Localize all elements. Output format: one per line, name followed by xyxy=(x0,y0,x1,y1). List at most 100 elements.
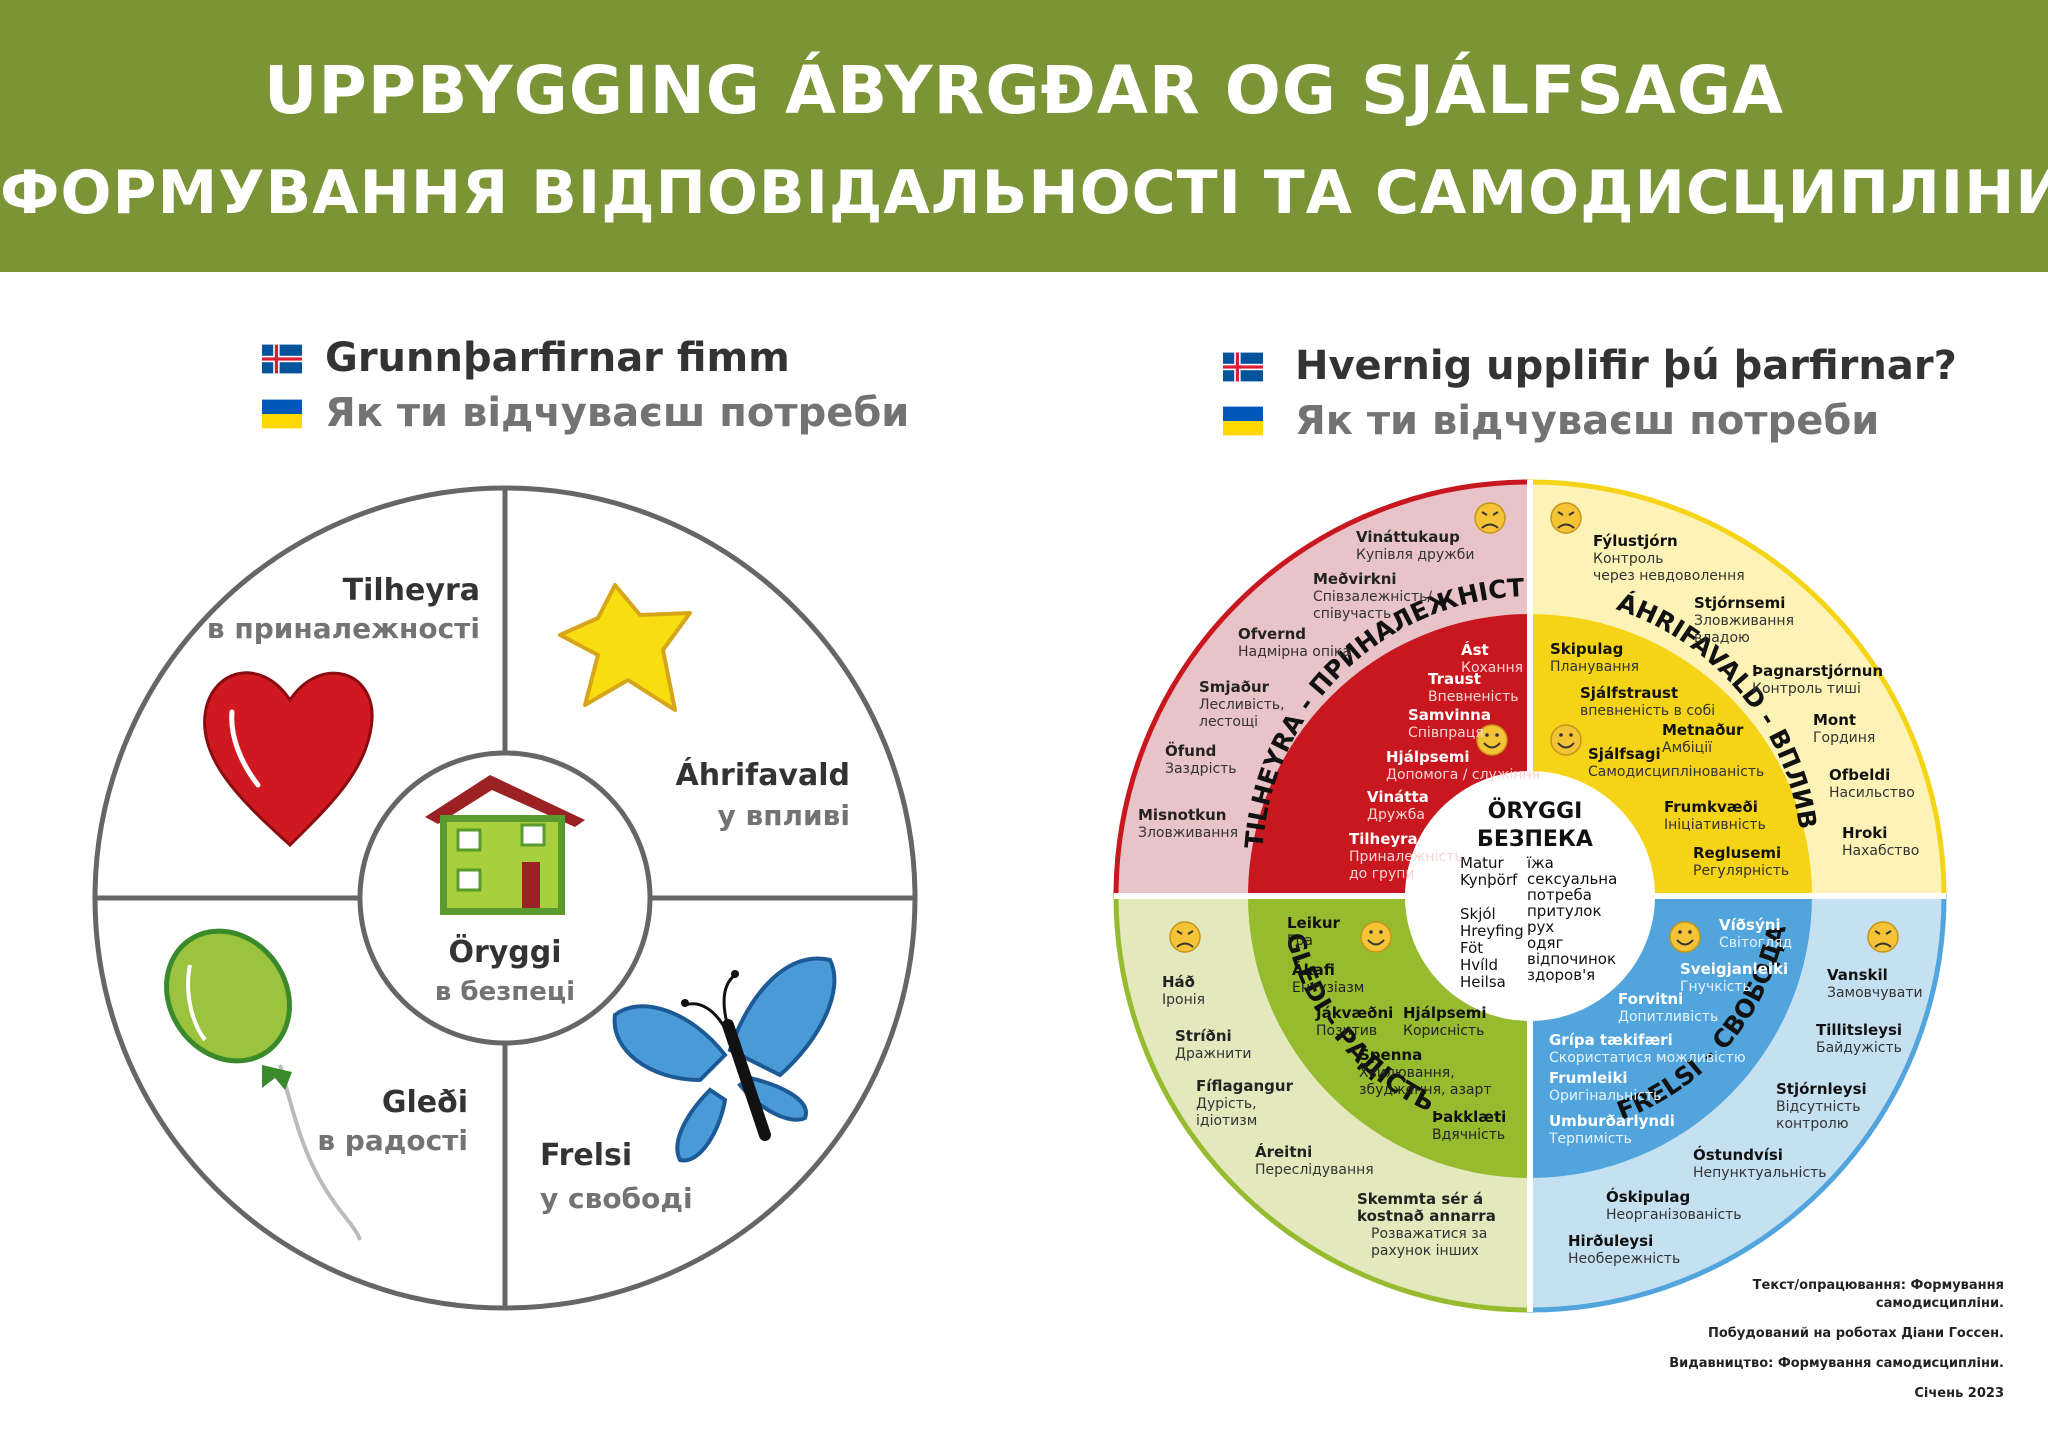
happy-face-icon xyxy=(1360,921,1392,953)
center-item-is: Matur xyxy=(1460,854,1505,872)
freedom-outer-item-uk: Замовчувати xyxy=(1827,985,1923,1001)
center-ukrainian-list: їжасексуальнапотребапритулокруходягвідпо… xyxy=(1526,854,1617,984)
fun-outer-item-is: kostnað annarra xyxy=(1357,1207,1496,1225)
power-outer-item-uk: Зловживання xyxy=(1694,613,1794,629)
belonging-outer-item-is: Smjaður xyxy=(1199,678,1270,696)
fun-inner-item-is: Ákafi xyxy=(1292,960,1335,979)
power-outer-item-uk: Нахабство xyxy=(1842,843,1919,859)
belonging-inner-item-uk: Впевненість xyxy=(1428,689,1519,705)
ukraine-flag-icon xyxy=(1223,406,1263,436)
house-icon xyxy=(425,775,585,915)
freedom-inner-item-is: Víðsýni xyxy=(1719,916,1781,934)
freedom-outer-item-uk: Відсутність xyxy=(1776,1099,1860,1115)
happy-face-icon xyxy=(1476,724,1508,756)
center-item-uk: потреба xyxy=(1527,886,1592,904)
title-banner: UPPBYGGING ÁBYRGÐAR OG SJÁLFSAGA ФОРМУВА… xyxy=(0,0,2048,272)
power-outer-item-is: Fýlustjórn xyxy=(1593,532,1678,550)
belonging-outer-item-uk: лестощі xyxy=(1199,714,1258,730)
power-inner-item-uk: Самодисциплінованість xyxy=(1588,764,1764,780)
freedom-outer-item-uk: Байдужість xyxy=(1816,1040,1902,1056)
power-inner-item-is: Sjálfstraust xyxy=(1580,684,1678,702)
iceland-flag-icon xyxy=(262,344,302,374)
belonging-inner-item-uk: Співпраця xyxy=(1408,725,1484,741)
belonging-inner-item-uk: до групи xyxy=(1349,866,1414,882)
freedom-inner-item-is: Forvitni xyxy=(1618,990,1683,1008)
safety-center xyxy=(1405,771,1655,1021)
power-outer-item-is: Mont xyxy=(1813,711,1856,729)
center-item-uk: здоров'я xyxy=(1527,966,1595,984)
center-item-uk: їжа xyxy=(1526,854,1554,872)
heart-icon xyxy=(203,671,374,848)
star-icon xyxy=(558,583,692,712)
belonging-outer-item-is: Ofvernd xyxy=(1238,625,1306,643)
right-heading-icelandic: Hvernig upplifir þú þarfirnar? xyxy=(1295,343,1957,389)
freedom-inner-item-is: Sveigjanleiki xyxy=(1680,960,1788,978)
center-item-uk: притулок xyxy=(1527,902,1602,920)
belonging-label-uk: в приналежності xyxy=(207,612,480,645)
safety-label-uk: в безпеці xyxy=(435,977,575,1007)
freedom-inner-item-uk: Гнучкість xyxy=(1680,979,1751,995)
belonging-inner-item-uk: Приналежність xyxy=(1349,849,1463,865)
belonging-label-is: Tilheyra xyxy=(343,573,480,608)
belonging-outer-item-is: Meðvirkni xyxy=(1313,570,1397,588)
power-inner-item-is: Frumkvæði xyxy=(1664,798,1758,816)
freedom-inner-item-uk: Оригінальність xyxy=(1549,1088,1661,1104)
freedom-outer-item-is: Tillitsleysi xyxy=(1816,1021,1902,1039)
fun-inner-item-uk: збудження, азарт xyxy=(1359,1082,1492,1098)
belonging-inner-item-uk: Дружба xyxy=(1367,807,1425,823)
center-title-is: ÖRYGGI xyxy=(1488,798,1583,824)
belonging-inner-item-is: Hjálpsemi xyxy=(1386,748,1470,766)
power-outer-item-uk: Гординя xyxy=(1813,730,1875,746)
fun-inner-item-is: Þakklæti xyxy=(1432,1108,1506,1126)
freedom-outer-item-is: Hirðuleysi xyxy=(1568,1232,1653,1250)
freedom-outer-item-is: Óskipulag xyxy=(1606,1187,1690,1206)
freedom-inner-item-uk: Допитливість xyxy=(1618,1009,1718,1025)
sad-face-icon xyxy=(1169,921,1201,953)
fun-inner-item-uk: Гра xyxy=(1287,933,1313,949)
belonging-outer-item-uk: співучасть xyxy=(1313,606,1391,622)
belonging-outer-item-uk: Зловживання xyxy=(1138,825,1238,841)
title-ukrainian: ФОРМУВАННЯ ВІДПОВІДАЛЬНОСТІ ТА САМОДИСЦИ… xyxy=(0,158,2048,228)
sad-face-icon xyxy=(1474,502,1506,534)
credit-line: Побудований на роботах Діани Госсен. xyxy=(1707,1326,2004,1341)
happy-face-icon xyxy=(1669,921,1701,953)
ukraine-flag-icon xyxy=(262,399,302,429)
belonging-inner-item-is: Vinátta xyxy=(1367,788,1429,806)
sad-face-icon xyxy=(1867,921,1899,953)
belonging-inner-item-is: Tilheyra hópi xyxy=(1349,830,1460,848)
fun-outer-item-is: Skemmta sér á xyxy=(1357,1190,1483,1208)
fun-label-is: Gleði xyxy=(382,1085,468,1120)
freedom-inner-item-uk: Світогляд xyxy=(1719,935,1792,951)
belonging-outer-item-is: Öfund xyxy=(1165,741,1216,760)
fun-label-uk: в радості xyxy=(317,1124,468,1157)
credits: Текст/опрацювання: Формування самодисцип… xyxy=(1669,1277,2004,1403)
fun-inner-item-is: Spenna xyxy=(1359,1046,1422,1064)
credit-line: самодисципліни. xyxy=(1875,1296,2004,1311)
power-inner-item-is: Skipulag xyxy=(1550,640,1623,658)
belonging-outer-item-uk: Заздрість xyxy=(1165,761,1237,777)
freedom-outer-item-uk: Неорганізованість xyxy=(1606,1207,1742,1223)
center-item-uk: сексуальна xyxy=(1527,870,1617,888)
freedom-inner-item-is: Grípa tækifæri xyxy=(1549,1031,1673,1049)
power-outer-item-uk: Насильство xyxy=(1829,785,1915,801)
freedom-label-is: Frelsi xyxy=(540,1138,632,1173)
balloon-icon xyxy=(164,928,362,1241)
center-title-uk: БЕЗПЕКА xyxy=(1477,827,1593,852)
fun-inner-item-is: Jákvæðni xyxy=(1315,1004,1393,1022)
power-outer-item-is: Þagnarstjórnun xyxy=(1752,662,1883,680)
belonging-inner-item-is: Traust xyxy=(1428,670,1481,688)
belonging-inner-item-uk: Кохання xyxy=(1461,660,1523,676)
fun-outer-item-uk: ідіотизм xyxy=(1196,1113,1257,1129)
belonging-outer-item-uk: Співзалежність/ xyxy=(1313,589,1432,605)
fun-outer-item-is: Áreitni xyxy=(1255,1142,1312,1161)
freedom-outer-item-is: Vanskil xyxy=(1827,966,1888,984)
freedom-outer-item-uk: Непунктуальність xyxy=(1693,1165,1827,1181)
center-item-uk: рух xyxy=(1527,918,1554,936)
butterfly-icon xyxy=(612,956,837,1163)
power-outer-item-uk: Контроль xyxy=(1593,551,1663,567)
safety-label-is: Öryggi xyxy=(448,933,561,970)
freedom-outer-item-is: Stjórnleysi xyxy=(1776,1080,1867,1098)
power-label-uk: у впливі xyxy=(717,799,850,832)
